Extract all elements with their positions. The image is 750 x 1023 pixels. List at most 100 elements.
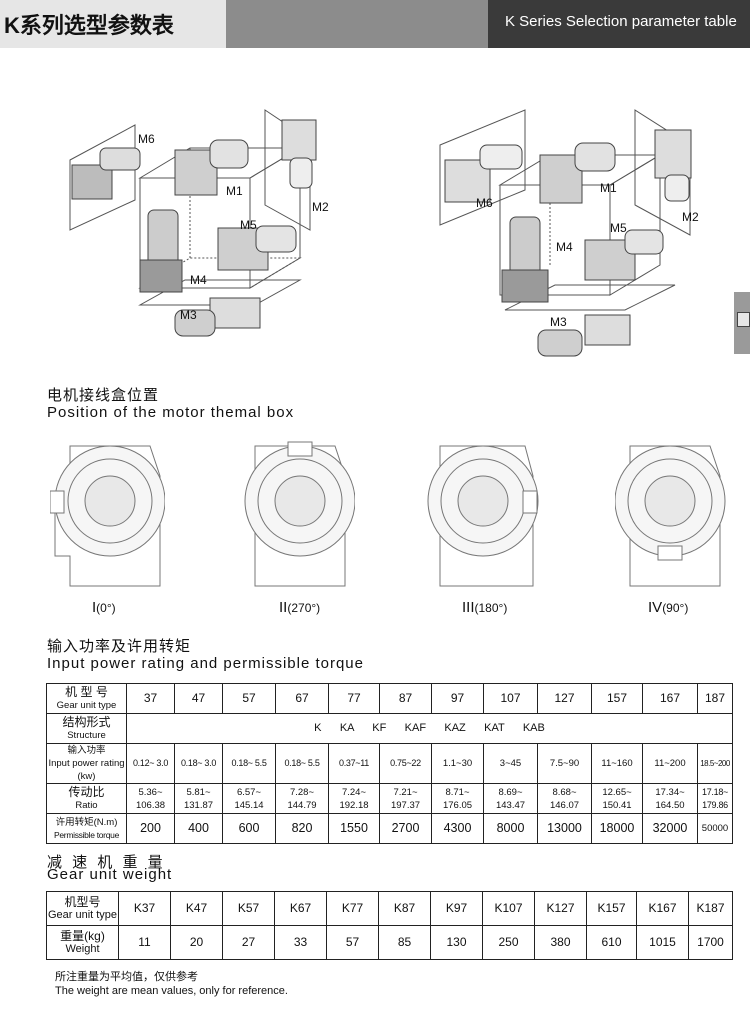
ratio-cell: 8.68~146.07 <box>537 783 592 814</box>
label-m4-left: M4 <box>190 273 207 287</box>
gearbox-icon <box>737 312 750 327</box>
weight-cell: 57 <box>326 925 379 960</box>
weight-cell: 11 <box>118 925 171 960</box>
torque-cell: 4300 <box>431 813 484 844</box>
power-cell: 0.18~ 5.5 <box>222 743 276 784</box>
label-m1-left: M1 <box>226 184 243 198</box>
motor-box-title-cn: 电机接线盒位置 <box>47 387 160 404</box>
label-m3-left: M3 <box>180 308 197 322</box>
motor-box-diagram-0 <box>50 445 165 587</box>
torque-cell: 600 <box>222 813 276 844</box>
type-cell: 107 <box>483 683 538 714</box>
page-title-cn: K系列选型参数表 <box>4 13 174 38</box>
type-cell: 127 <box>537 683 592 714</box>
power-table-title-en: Input power rating and permissible torqu… <box>47 655 364 672</box>
torque-cell: 2700 <box>379 813 432 844</box>
ratio-cell: 7.24~192.18 <box>328 783 380 814</box>
power-cell: 0.75~22 <box>379 743 432 784</box>
weight-table-title-en: Gear unit weight <box>47 866 173 883</box>
ratio-cell: 8.69~143.47 <box>483 783 538 814</box>
ratio-cell: 5.36~106.38 <box>126 783 175 814</box>
row-header-weight: 重量(kg)Weight <box>46 925 119 960</box>
label-m4-right: M4 <box>556 240 573 254</box>
power-cell: 0.18~ 3.0 <box>174 743 223 784</box>
weight-type-cell: K107 <box>482 891 535 926</box>
torque-cell: 32000 <box>642 813 698 844</box>
power-cell: 1.1~30 <box>431 743 484 784</box>
weight-table-title-cn: 减 速 机 重 量 <box>47 854 166 871</box>
weight-cell: 27 <box>222 925 275 960</box>
type-cell: 77 <box>328 683 380 714</box>
power-cell: 3~45 <box>483 743 538 784</box>
type-cell: 87 <box>379 683 432 714</box>
row-header-torque: 许用转矩(N.m)Permissible torque <box>46 813 127 844</box>
type-cell: 167 <box>642 683 698 714</box>
type-cell: 37 <box>126 683 175 714</box>
weight-cell: 33 <box>274 925 327 960</box>
ratio-cell: 6.57~145.14 <box>222 783 276 814</box>
weight-cell: 130 <box>430 925 483 960</box>
torque-cell: 400 <box>174 813 223 844</box>
weight-type-cell: K67 <box>274 891 327 926</box>
caption-pos-0: I(0°) <box>92 599 116 616</box>
weight-cell: 1700 <box>688 925 733 960</box>
weight-type-cell: K127 <box>534 891 587 926</box>
weight-cell: 380 <box>534 925 587 960</box>
note-en: The weight are mean values, only for ref… <box>55 985 288 997</box>
type-cell: 97 <box>431 683 484 714</box>
label-m3-right: M3 <box>550 315 567 329</box>
weight-type-cell: K37 <box>118 891 171 926</box>
type-cell: 47 <box>174 683 223 714</box>
weight-type-cell: K167 <box>636 891 689 926</box>
ratio-cell: 8.71~176.05 <box>431 783 484 814</box>
note-cn: 所注重量为平均值，仅供参考 <box>55 971 198 983</box>
torque-cell: 1550 <box>328 813 380 844</box>
torque-cell: 820 <box>275 813 329 844</box>
weight-cell: 20 <box>170 925 223 960</box>
torque-cell: 18000 <box>591 813 643 844</box>
label-m1-right: M1 <box>600 181 617 195</box>
table-row-weight: 重量(kg)Weight 11 20 27 33 57 85 130 250 3… <box>46 925 733 960</box>
power-table-title-cn: 输入功率及许用转矩 <box>47 638 192 655</box>
ratio-cell: 7.28~144.79 <box>275 783 329 814</box>
motor-box-diagram-270 <box>244 441 355 587</box>
label-m2-right: M2 <box>682 210 699 224</box>
weight-type-cell: K77 <box>326 891 379 926</box>
motor-box-title-en: Position of the motor themal box <box>47 404 295 421</box>
ratio-cell: 7.21~197.37 <box>379 783 432 814</box>
type-cell: 57 <box>222 683 276 714</box>
power-cell: 18.5~200 <box>697 743 733 784</box>
label-m5-left: M5 <box>240 218 257 232</box>
structure-cell: K KA KF KAF KAZ KAT KAB <box>126 713 733 744</box>
torque-cell: 8000 <box>483 813 538 844</box>
weight-cell: 250 <box>482 925 535 960</box>
weight-type-cell: K57 <box>222 891 275 926</box>
weight-cell: 1015 <box>636 925 689 960</box>
header-middle-band <box>226 0 488 48</box>
type-cell: 187 <box>697 683 733 714</box>
ratio-cell: 5.81~131.87 <box>174 783 223 814</box>
weight-cell: 85 <box>378 925 431 960</box>
header-left-band <box>0 0 226 48</box>
torque-cell: 200 <box>126 813 175 844</box>
caption-pos-180: III(180°) <box>462 599 508 616</box>
ratio-cell: 12.65~150.41 <box>591 783 643 814</box>
torque-cell: 50000 <box>697 813 733 844</box>
table-row-torque: 许用转矩(N.m)Permissible torque 200 400 600 … <box>46 813 733 844</box>
weight-type-cell: K97 <box>430 891 483 926</box>
weight-type-cell: K47 <box>170 891 223 926</box>
type-cell: 67 <box>275 683 329 714</box>
caption-pos-90: IV(90°) <box>648 599 689 616</box>
weight-type-cell: K157 <box>586 891 637 926</box>
mounting-diagram-left <box>69 109 317 337</box>
weight-cell: 610 <box>586 925 637 960</box>
page-title-en: K Series Selection parameter table <box>505 13 737 30</box>
